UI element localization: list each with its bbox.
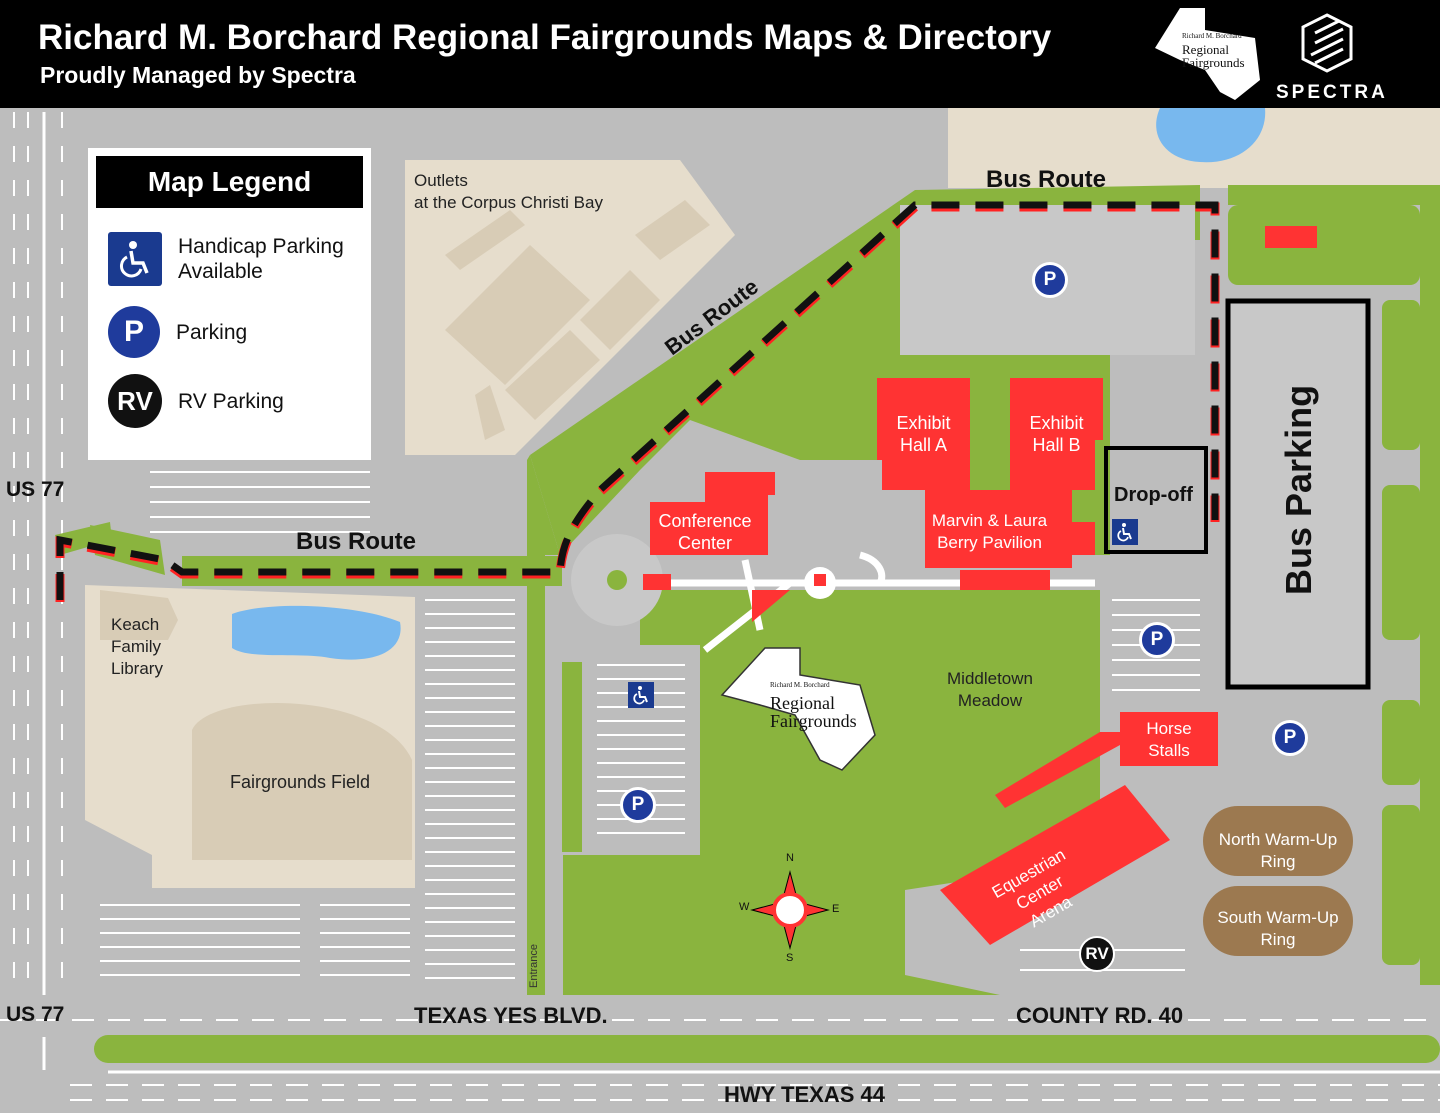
spectra-logo-text: SPECTRA	[1276, 82, 1388, 103]
wheelchair-icon	[108, 232, 162, 286]
parking-marker-bus: P	[1272, 720, 1308, 756]
dropoff-label: Drop-off	[1114, 484, 1193, 506]
north-ring	[1203, 806, 1353, 876]
berry-pavilion	[925, 490, 1095, 568]
dropoff-box	[1104, 446, 1208, 554]
legend-item-parking: P Parking	[108, 306, 247, 358]
conference-line-1: Conference	[658, 511, 752, 531]
south-ring-line-1: South Warm-Up	[1217, 908, 1339, 927]
conference-label: Conference Center	[650, 510, 760, 554]
north-ring-label: North Warm-Up Ring	[1203, 829, 1353, 873]
library-line-2: Family	[111, 637, 162, 656]
compass-rose	[750, 870, 830, 950]
bus-parking-box	[1225, 298, 1371, 690]
south-ring-label: South Warm-Up Ring	[1203, 907, 1353, 951]
wheelchair-icon	[1112, 519, 1138, 545]
map-logo-text: Richard M. Borchard Regional Fairgrounds	[770, 676, 857, 730]
parking-marker-east: P	[1139, 622, 1175, 658]
outlets-line-2: at the Corpus Christi Bay	[414, 193, 603, 212]
north-ring-line-1: North Warm-Up	[1218, 830, 1338, 849]
exhibit-hall-b	[1010, 378, 1103, 490]
hall-b-line-1: Exhibit	[1029, 413, 1084, 433]
rv-parking-marker: RV	[1079, 936, 1115, 972]
page-subtitle: Proudly Managed by Spectra	[40, 62, 356, 88]
legend-item-handicap: Handicap Parking Available	[108, 232, 358, 286]
logo-line-2: Regional	[1182, 42, 1229, 57]
north-ring-line-2: Ring	[1260, 852, 1296, 871]
meadow-label: Middletown Meadow	[935, 668, 1045, 712]
pond-library	[232, 605, 401, 660]
hall-a-line-2: Hall A	[899, 435, 948, 455]
horse-stalls-line-2: Stalls	[1148, 741, 1190, 760]
conference-line-2: Center	[677, 533, 733, 553]
fairgrounds-logo-text: Richard M. Borchard Regional Fairgrounds	[1182, 30, 1245, 69]
parking-marker-north: P	[1032, 262, 1068, 298]
parking-marker-west: P	[620, 787, 656, 823]
pavilion-label: Marvin & Laura Berry Pavilion	[922, 510, 1057, 554]
compass-e: E	[832, 903, 840, 915]
hall-b-line-2: Hall B	[1032, 435, 1081, 455]
outlets-line-1: Outlets	[414, 171, 468, 190]
hall-b-label: Exhibit Hall B	[1010, 412, 1103, 456]
bus-route-label-left: Bus Route	[296, 528, 416, 555]
pond-top	[1156, 108, 1266, 163]
field-label: Fairgrounds Field	[230, 772, 371, 792]
legend-label-rv: RV Parking	[178, 389, 284, 413]
library-label: Keach Family Library	[111, 614, 163, 680]
hall-a-line-1: Exhibit	[896, 413, 951, 433]
bus-parking-label: Bus Parking	[1278, 384, 1319, 595]
road-label-county-rd: COUNTY RD. 40	[1016, 1003, 1184, 1028]
map-logo-line-3: Fairgrounds	[770, 711, 857, 731]
median-grass	[94, 1035, 1440, 1063]
compass-n: N	[786, 852, 794, 864]
entrance-label: Entrance	[528, 943, 540, 988]
south-ring	[1203, 886, 1353, 956]
road-label-hwy44: HWY TEXAS 44	[724, 1082, 885, 1107]
library-line-1: Keach	[111, 615, 160, 634]
map-legend: Map Legend Handicap Parking Available P …	[88, 148, 371, 460]
page-title: Richard M. Borchard Regional Fairgrounds…	[38, 18, 1052, 57]
fairgrounds-logo-map	[720, 647, 876, 771]
grass-meadow	[563, 590, 1100, 995]
horse-stalls-label: Horse Stalls	[1120, 718, 1218, 762]
meadow-line-1: Middletown	[947, 669, 1033, 688]
legend-title: Map Legend	[96, 156, 363, 208]
meadow-line-2: Meadow	[957, 691, 1023, 710]
exhibit-hall-a	[877, 378, 970, 490]
legend-label-parking: Parking	[176, 320, 248, 344]
conference-center	[650, 472, 775, 555]
logo-line-3: Fairgrounds	[1182, 55, 1245, 70]
map-logo-line-1: Richard M. Borchard	[770, 681, 830, 689]
wheelchair-icon	[628, 682, 654, 708]
rv-parking-icon: RV	[108, 374, 162, 428]
pavilion-line-1: Marvin & Laura	[931, 511, 1048, 530]
horse-stalls	[1120, 712, 1218, 766]
south-ring-line-2: Ring	[1260, 930, 1296, 949]
logo-line-1: Richard M. Borchard	[1182, 32, 1242, 40]
legend-label-handicap: Handicap Parking Available	[178, 235, 344, 283]
road-label-texas-yes: TEXAS YES BLVD.	[414, 1003, 608, 1028]
compass-w: W	[739, 901, 750, 913]
spectra-logo-icon	[1301, 13, 1353, 73]
equestrian-arena	[940, 785, 1170, 945]
hall-a-label: Exhibit Hall A	[877, 412, 970, 456]
road-label-us77-bottom: US 77	[6, 1003, 65, 1026]
legend-item-rv: RV RV Parking	[108, 374, 284, 428]
pavilion-line-2: Berry Pavilion	[937, 533, 1042, 552]
parking-icon: P	[108, 306, 160, 358]
bus-route-label-top: Bus Route	[986, 166, 1106, 193]
horse-stalls-line-1: Horse	[1146, 719, 1192, 738]
map-logo-line-2: Regional	[770, 693, 835, 713]
compass-s: S	[786, 952, 794, 964]
library-line-3: Library	[111, 659, 163, 678]
road-label-us77-top: US 77	[6, 478, 65, 501]
outlets-label: Outlets at the Corpus Christi Bay	[414, 170, 603, 214]
fairgrounds-logo-icon	[1155, 8, 1260, 100]
